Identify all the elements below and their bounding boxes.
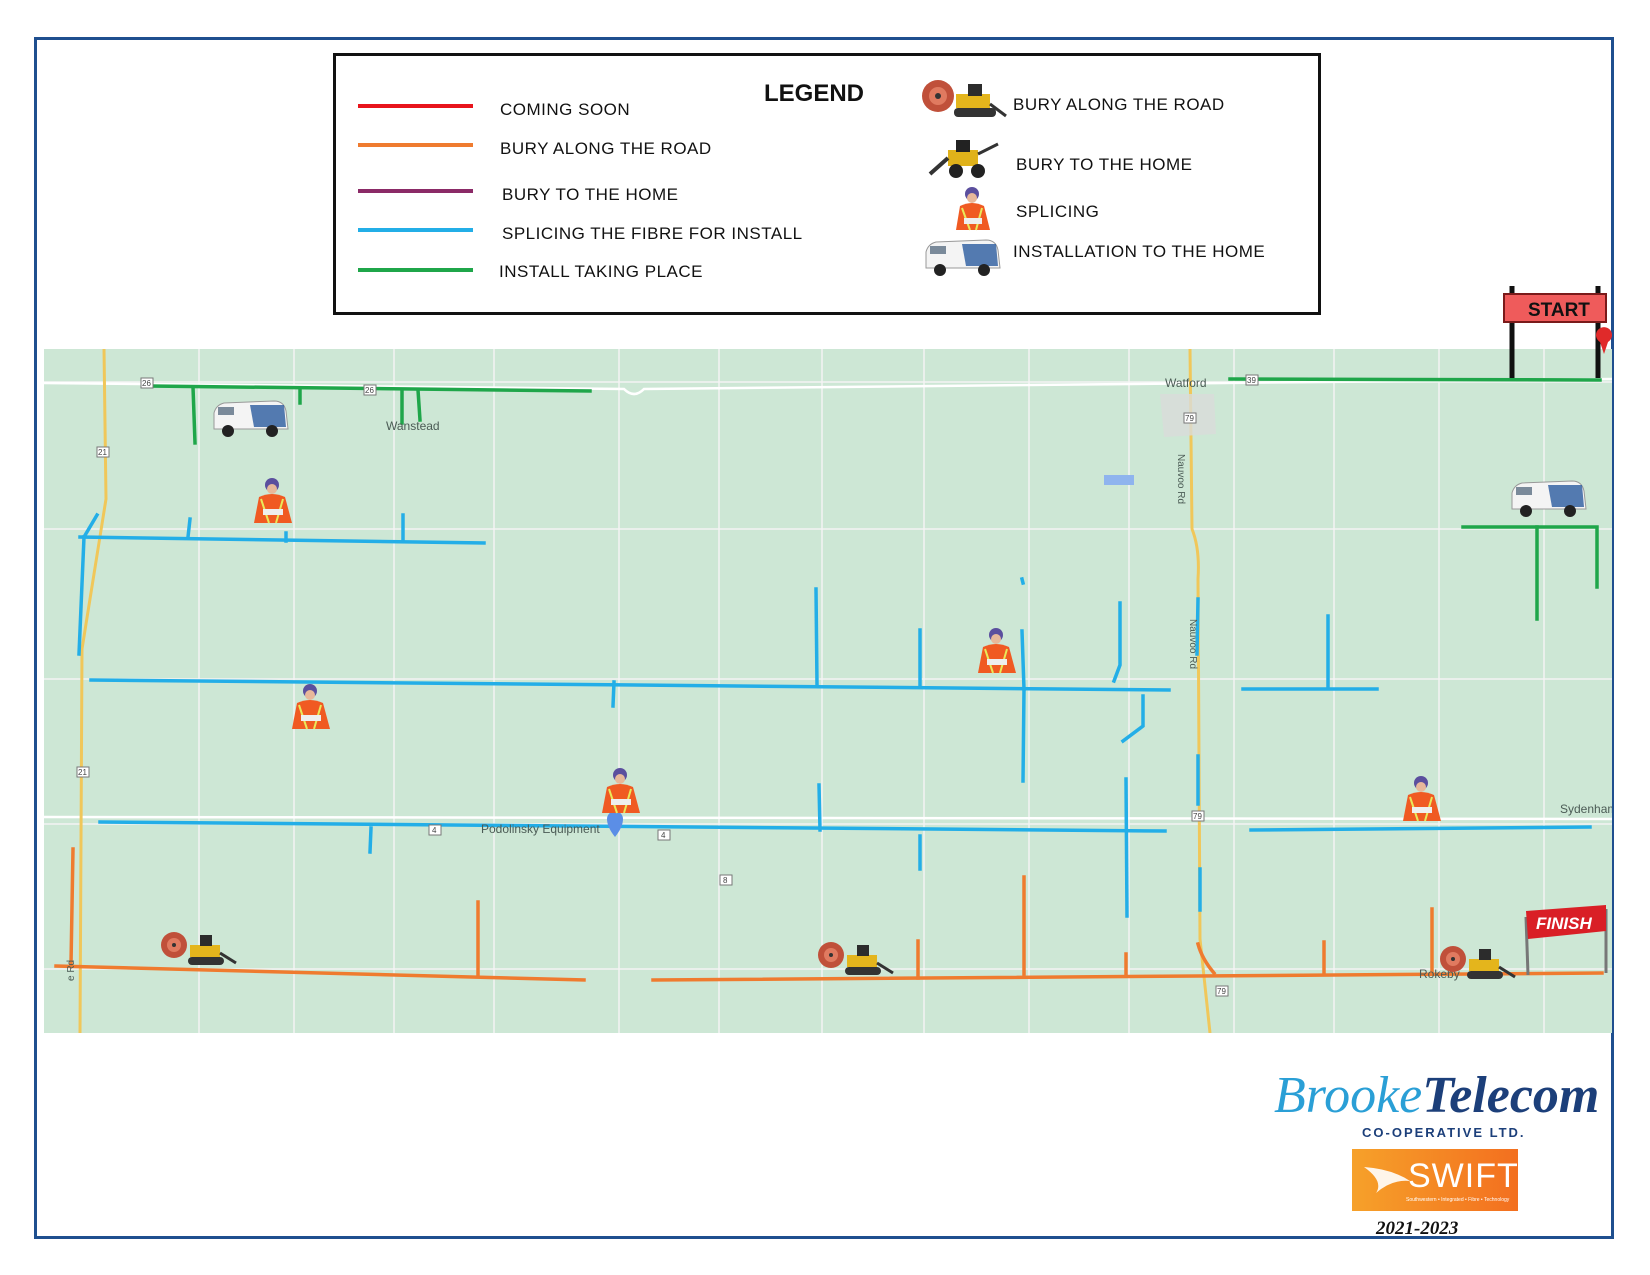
- legend-line-bury-road: [358, 143, 473, 147]
- finish-banner: FINISH: [1524, 905, 1608, 976]
- install-lines: [148, 377, 1602, 621]
- poi-pin-icon: [607, 811, 623, 837]
- svg-text:26: 26: [365, 386, 374, 395]
- install-van-icon: [925, 239, 1001, 276]
- label-wanstead: Wanstead: [386, 419, 440, 433]
- route-shields: 21 21 79 79 79 4 4 8 26 26 39: [76, 374, 1259, 997]
- svg-text:4: 4: [661, 831, 666, 840]
- label-podolinsky: Podolinsky Equipment: [481, 822, 600, 836]
- legend-icon-label-bury-road: BURY ALONG THE ROAD: [1013, 95, 1225, 114]
- page-border: [34, 37, 1614, 1239]
- map-plow-icon-2: [816, 940, 895, 977]
- start-banner: START: [1503, 286, 1612, 378]
- label-watford: Watford: [1165, 376, 1207, 390]
- map-splicer-icon-4: [977, 627, 1017, 674]
- legend-icon-label-bury-home: BURY TO THE HOME: [1016, 155, 1193, 174]
- legend-line-splicing: [358, 228, 473, 232]
- svg-text:FINISH: FINISH: [1536, 914, 1592, 933]
- legend-box: LEGEND COMING SOON BURY ALONG THE ROAD B…: [333, 53, 1321, 315]
- svg-text:4: 4: [432, 826, 437, 835]
- legend-line-bury-home: [358, 189, 473, 193]
- legend-label-splicing: SPLICING THE FIBRE FOR INSTALL: [502, 224, 803, 243]
- legend-line-coming-soon: [358, 104, 473, 108]
- base-road-grid: [44, 349, 1612, 1033]
- years-label: 2021-2023: [1376, 1218, 1459, 1239]
- swift-subtitle: Southwestern • Integrated • Fibre • Tech…: [1406, 1197, 1510, 1203]
- label-nauvoo-rd-1: Nauvoo Rd: [1175, 454, 1186, 504]
- legend-label-coming-soon: COMING SOON: [500, 100, 631, 119]
- legend-icon-label-install: INSTALLATION TO THE HOME: [1013, 242, 1266, 261]
- splicer-worker-icon: [956, 187, 990, 231]
- splicing-lines: [77, 512, 1592, 918]
- swift-logo: SWIFT Southwestern • Integrated • Fibre …: [1352, 1149, 1518, 1211]
- legend-icon-label-splicing: SPLICING: [1016, 202, 1100, 221]
- legend-title: LEGEND: [764, 80, 865, 107]
- svg-text:79: 79: [1185, 414, 1194, 423]
- svg-text:21: 21: [78, 768, 87, 777]
- svg-text:39: 39: [1247, 376, 1256, 385]
- map-area[interactable]: Watford Wanstead Sydenham Rokeby Podolin…: [44, 349, 1612, 1033]
- legend-label-bury-road: BURY ALONG THE ROAD: [500, 139, 712, 158]
- label-sydenham: Sydenham: [1560, 802, 1612, 816]
- swift-swoosh-icon: [1364, 1167, 1410, 1193]
- logo-telecom: Telecom: [1422, 1067, 1600, 1124]
- legend-label-install: INSTALL TAKING PLACE: [499, 262, 703, 281]
- svg-text:26: 26: [142, 379, 151, 388]
- highway-roads: [78, 349, 1212, 1033]
- cable-plow-icon: [922, 80, 1007, 118]
- map-van-icon-1: [213, 400, 289, 438]
- svg-text:79: 79: [1217, 987, 1226, 996]
- logo-wordmark: BrookeTelecom: [1274, 1068, 1614, 1124]
- map-van-icon-2: [1511, 480, 1587, 518]
- label-e-rd: e Rd: [66, 960, 77, 981]
- trencher-icon: [928, 140, 999, 178]
- logo-brooke: Brooke: [1274, 1067, 1423, 1124]
- map-splicer-icon-5: [1402, 775, 1442, 822]
- map-splicer-icon-3: [601, 767, 641, 814]
- map-canvas: Watford Wanstead Sydenham Rokeby Podolin…: [44, 349, 1612, 1033]
- map-splicer-icon-1: [253, 477, 293, 524]
- svg-text:79: 79: [1193, 812, 1202, 821]
- map-splicer-icon-2: [291, 683, 331, 730]
- brooke-telecom-logo: BrookeTelecom CO-OPERATIVE LTD. SWIFT So…: [1274, 1068, 1614, 1240]
- swift-text: SWIFT: [1408, 1157, 1519, 1195]
- pond-marker: [1104, 475, 1134, 485]
- svg-text:21: 21: [98, 448, 107, 457]
- legend-label-bury-home: BURY TO THE HOME: [502, 185, 679, 204]
- svg-text:START: START: [1528, 300, 1590, 321]
- svg-text:8: 8: [723, 876, 728, 885]
- bury-road-lines: [54, 847, 1604, 982]
- legend-line-install: [358, 268, 473, 272]
- logo-coop: CO-OPERATIVE LTD.: [1362, 1125, 1526, 1140]
- label-nauvoo-rd-2: Nauvoo Rd: [1187, 619, 1198, 669]
